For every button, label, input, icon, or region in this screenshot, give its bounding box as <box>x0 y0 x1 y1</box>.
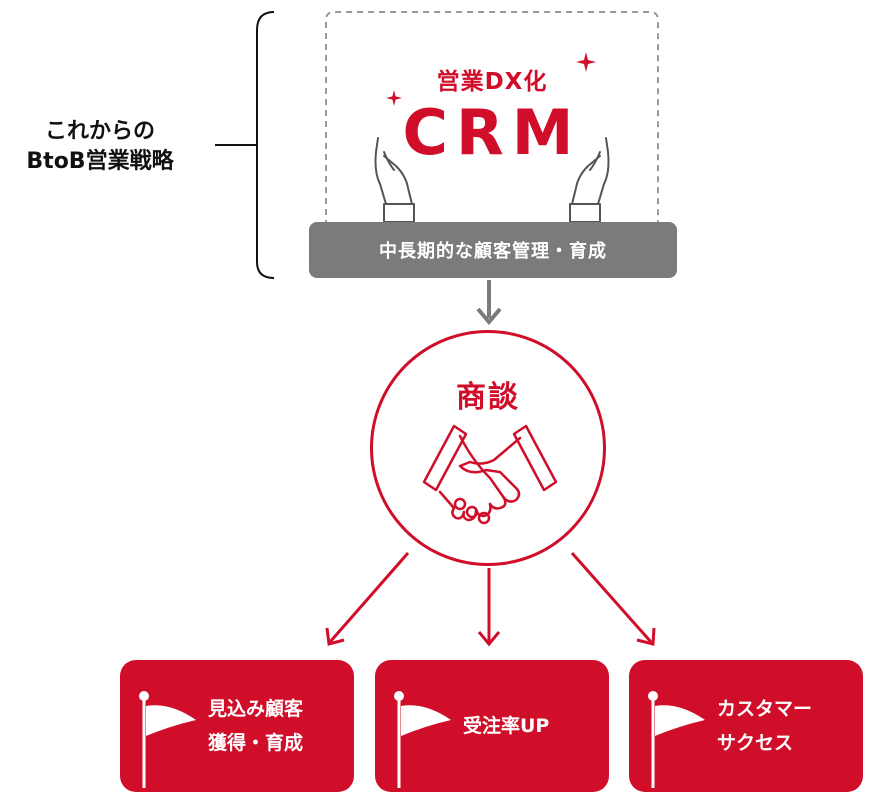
outcome-card-customer-success: カスタマー サクセス <box>629 660 863 792</box>
handshake-icon <box>422 424 558 525</box>
flag-icon <box>394 691 451 788</box>
negotiation-title: 商談 <box>456 380 520 415</box>
customer-management-bar: 中長期的な顧客管理・育成 <box>309 222 677 278</box>
sparkle-icon <box>386 90 402 106</box>
outcome-label: 見込み顧客 獲得・育成 <box>208 698 304 754</box>
crm-dashed-box <box>325 11 659 226</box>
negotiation-circle <box>370 330 606 566</box>
arrow-right <box>570 552 653 643</box>
arrow-left <box>328 552 410 643</box>
strategy-label: これからの BtoB営業戦略 <box>0 117 200 177</box>
strategy-line-1: これからの <box>44 119 155 144</box>
bracket <box>256 11 275 279</box>
outcome-card-lead-nurturing: 見込み顧客 獲得・育成 <box>120 660 354 792</box>
right-hand-icon <box>569 137 610 223</box>
flag-icon <box>139 691 196 788</box>
outcome-label: 受注率UP <box>463 715 550 737</box>
flag-icon <box>648 691 705 788</box>
gray-arrow-head <box>476 307 502 326</box>
crm-title: CRM <box>402 96 582 169</box>
left-hand-icon <box>374 137 415 223</box>
sparkle-icon <box>576 52 596 72</box>
crm-subtitle: 営業DX化 <box>436 69 548 95</box>
outcome-card-win-rate: 受注率UP <box>375 660 609 792</box>
outcome-label: カスタマー サクセス <box>717 698 813 754</box>
strategy-line-2: BtoB営業戦略 <box>26 149 174 174</box>
